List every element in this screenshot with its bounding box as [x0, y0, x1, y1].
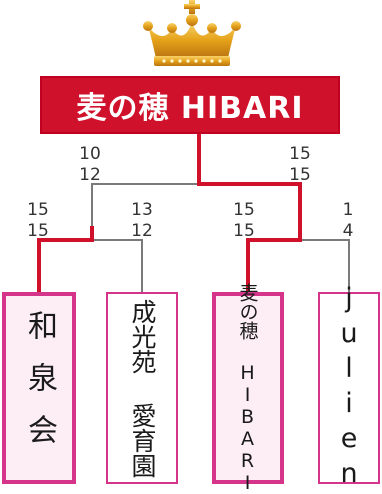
team-box-izumikai: 和泉会	[2, 292, 76, 484]
semi1-connector-left	[37, 226, 94, 294]
score-value: 4	[342, 221, 354, 241]
score-value: 1	[342, 200, 354, 220]
team-name: 成光苑 愛育園	[128, 298, 157, 478]
crown-icon	[143, 0, 241, 66]
score-value: 15	[233, 221, 255, 241]
team-box-seikoen: 成光苑 愛育園	[106, 292, 178, 484]
final-connector-right	[197, 182, 302, 230]
semi1-left-score: 15 15	[22, 200, 54, 242]
final-right-score: 15 15	[284, 144, 316, 186]
semi1-right-score: 13 12	[126, 200, 158, 242]
final-connector-left	[91, 183, 199, 228]
score-value: 12	[131, 221, 153, 241]
score-value: 15	[289, 165, 311, 185]
score-value: 15	[27, 221, 49, 241]
team-name: 和泉会	[22, 310, 57, 466]
team-box-muginoho: 麦の穂 HIBARI	[212, 282, 284, 494]
score-value: 15	[233, 200, 255, 220]
score-value: 10	[79, 144, 101, 164]
score-value: 13	[131, 200, 153, 220]
semi2-right-score: 1 4	[332, 200, 364, 242]
team-name: julien	[333, 283, 365, 493]
champion-box: 麦の穂 HIBARI	[40, 76, 340, 134]
team-name: 麦の穂 HIBARI	[236, 282, 259, 494]
semi2-connector-right	[300, 239, 350, 292]
score-value: 15	[27, 200, 49, 220]
score-value: 12	[79, 165, 101, 185]
semi2-left-score: 15 15	[228, 200, 260, 242]
final-left-score: 10 12	[74, 144, 106, 186]
champion-label: 麦の穂 HIBARI	[76, 91, 304, 126]
semi2-connector-left	[246, 226, 302, 294]
semi1-connector-right	[92, 239, 143, 292]
team-box-julien: julien	[318, 283, 380, 493]
score-value: 15	[289, 144, 311, 164]
